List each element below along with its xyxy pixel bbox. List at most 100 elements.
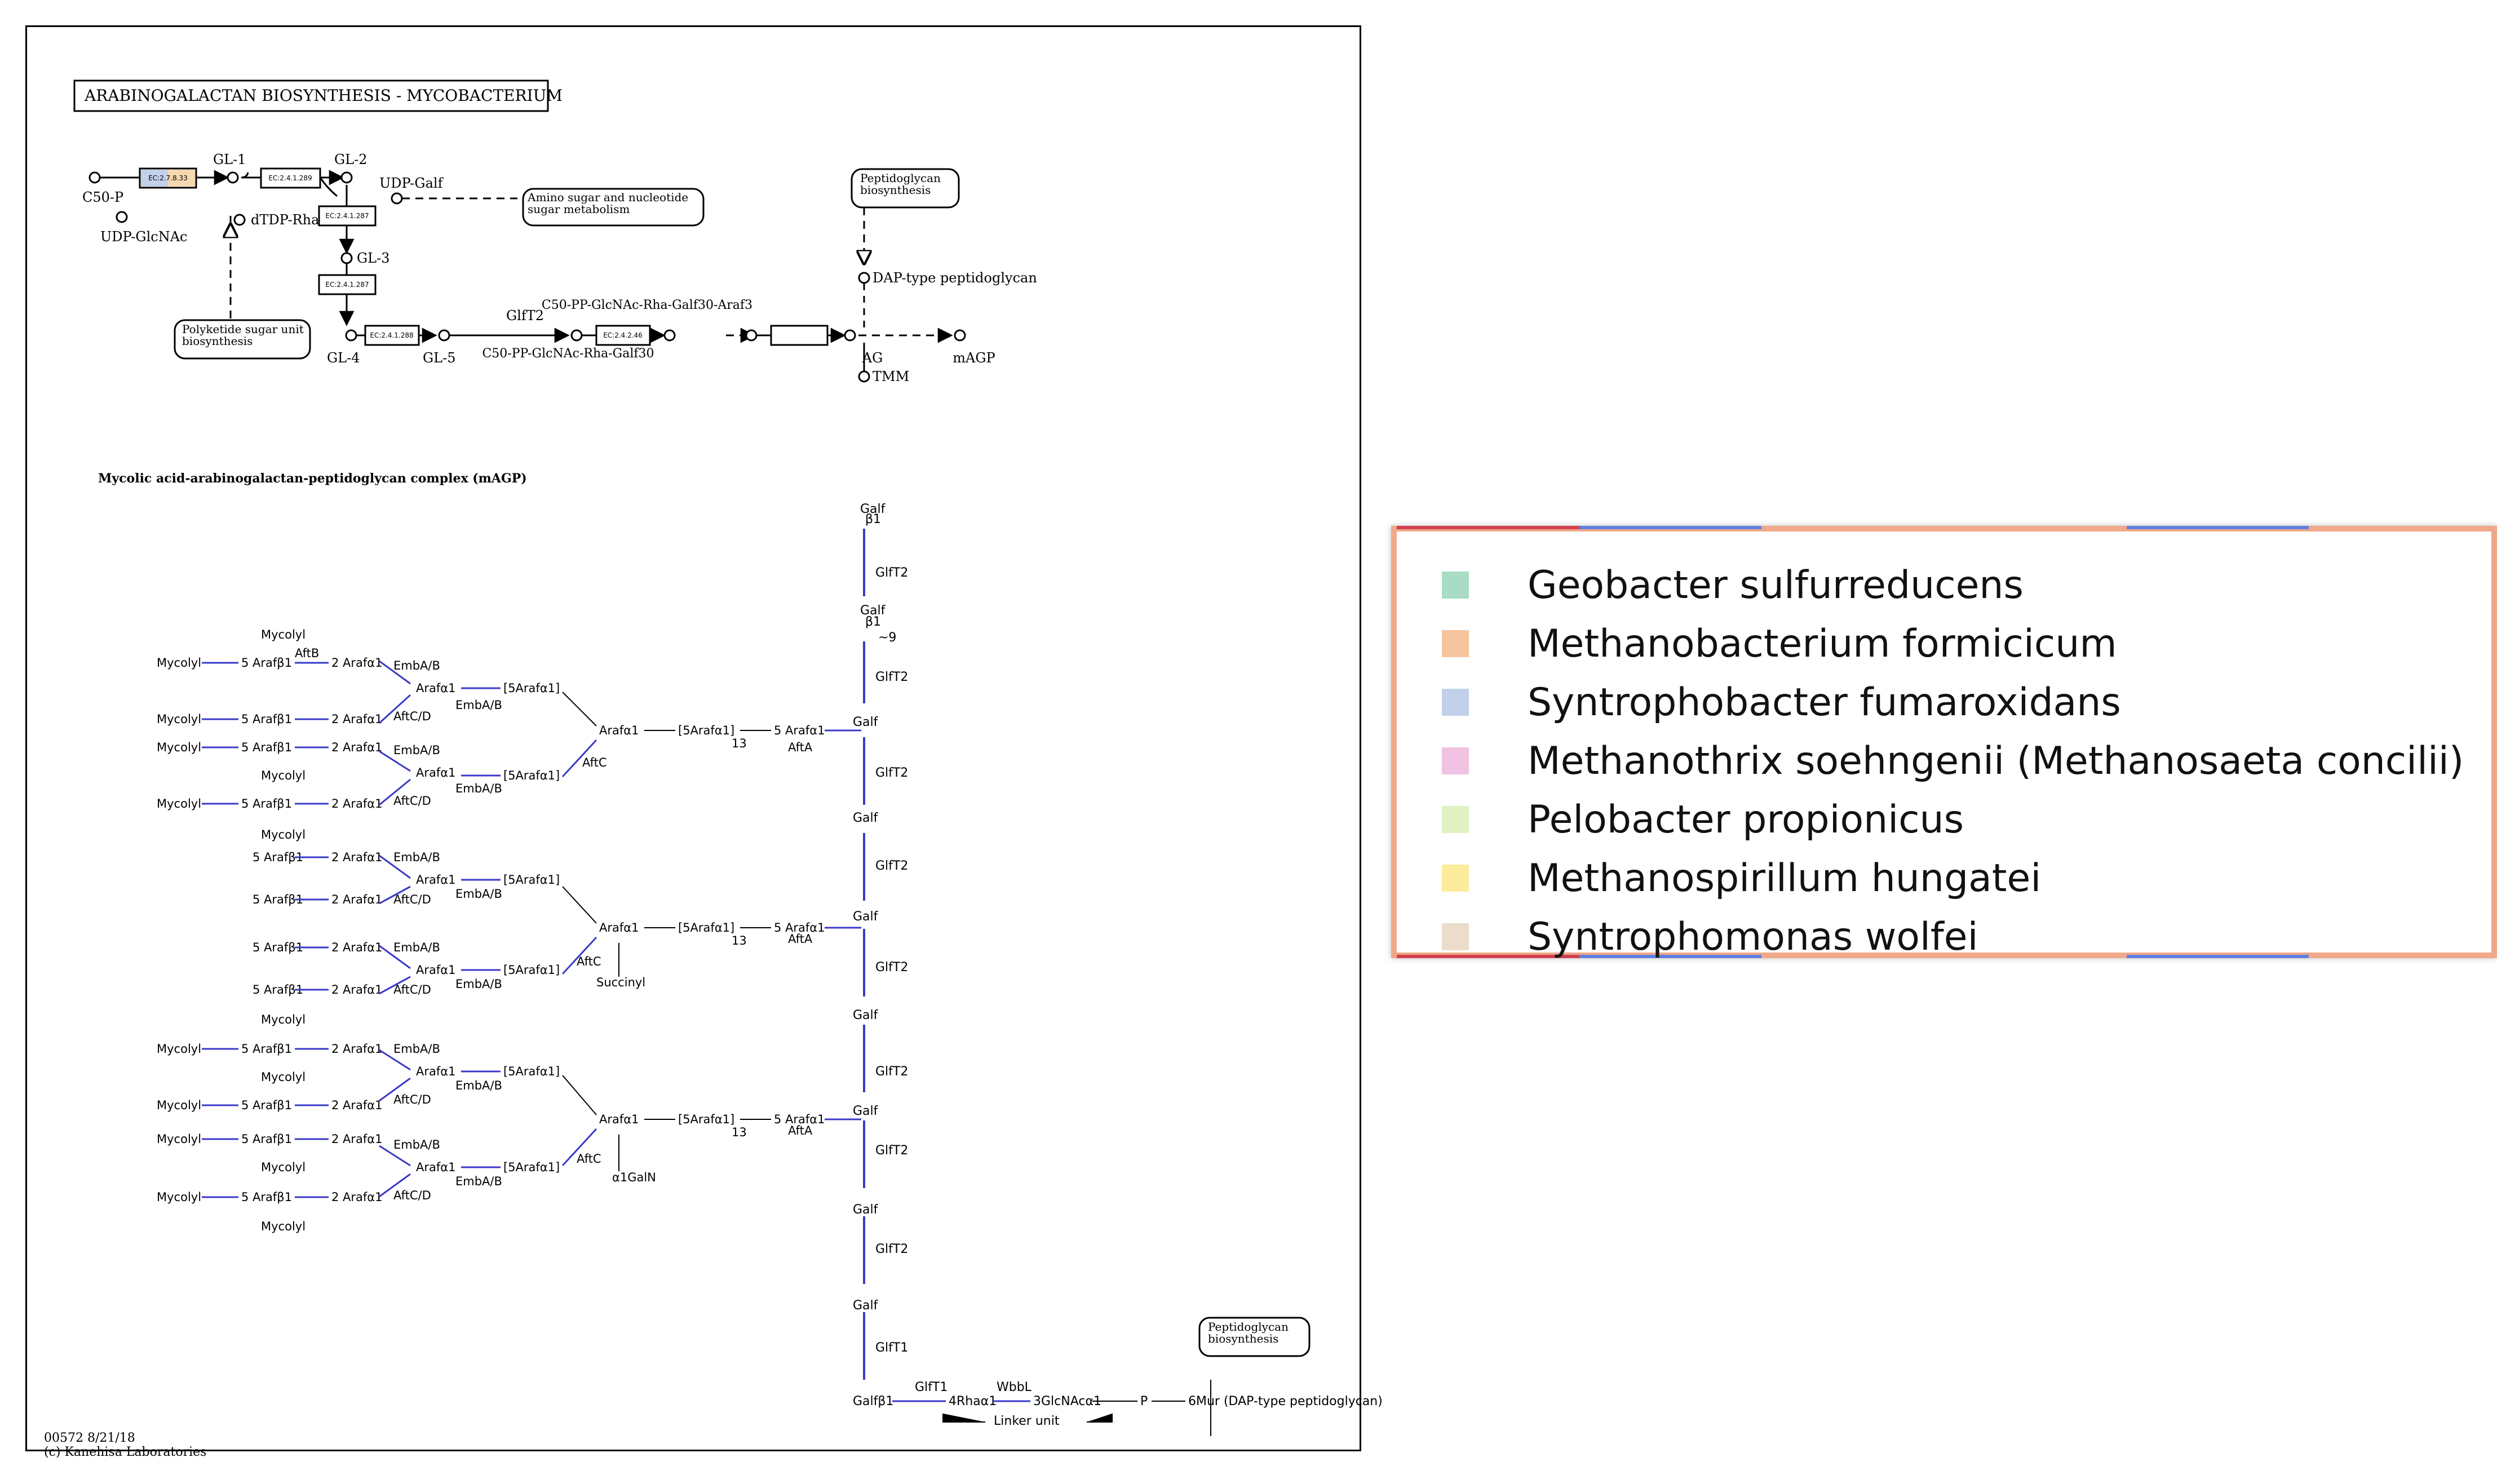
enzyme-embab[interactable]: EmbA/B: [455, 887, 502, 901]
enzyme-embab[interactable]: EmbA/B: [455, 782, 502, 795]
enzyme-box-empty[interactable]: [770, 325, 829, 346]
residue-mycolyl[interactable]: Mycolyl: [157, 1098, 201, 1112]
residue-araf[interactable]: 5 Arafβ1: [241, 656, 292, 670]
enzyme-embab[interactable]: EmbA/B: [393, 1042, 440, 1056]
residue-galf[interactable]: Galf: [853, 1008, 879, 1022]
residue-araf[interactable]: [5Arafα1]: [503, 963, 560, 977]
legend-item[interactable]: Methanospirillum hungatei: [1442, 853, 2041, 903]
enzyme-box-1[interactable]: EC:2.7.8.33: [139, 167, 197, 189]
compound-udp-glcnac[interactable]: UDP-GlcNAc: [100, 229, 187, 245]
residue-araf[interactable]: 5 Arafβ1: [241, 1098, 292, 1112]
residue-araf[interactable]: Arafα1: [416, 1160, 455, 1174]
map-link-peptidoglycan-bottom[interactable]: Peptidoglycan biosynthesis: [1198, 1317, 1311, 1357]
residue-mycolyl[interactable]: Mycolyl: [261, 1070, 306, 1084]
enzyme-embab[interactable]: EmbA/B: [455, 1175, 502, 1188]
legend-item[interactable]: Methanothrix soehngenii (Methanosaeta co…: [1442, 736, 2464, 786]
compound-dtdp-rha[interactable]: dTDP-Rha: [251, 212, 319, 228]
residue-rha[interactable]: 4Rhaα1: [949, 1394, 997, 1408]
map-link-peptidoglycan-top[interactable]: Peptidoglycan biosynthesis: [851, 168, 960, 209]
enzyme-aftcd[interactable]: AftC/D: [393, 794, 431, 808]
compound-magp[interactable]: mAGP: [953, 350, 995, 366]
residue-araf[interactable]: Arafα1: [599, 724, 639, 737]
residue-araf[interactable]: 5 Arafβ1: [241, 1190, 292, 1204]
enzyme-embab[interactable]: EmbA/B: [393, 850, 440, 864]
residue-galf[interactable]: Galf: [853, 1299, 879, 1313]
compound-gl2[interactable]: GL-2: [334, 152, 368, 167]
compound-gl4[interactable]: GL-4: [327, 350, 360, 366]
residue-araf[interactable]: 2 Arafα1: [331, 1098, 383, 1112]
compound-gl5[interactable]: GL-5: [423, 350, 456, 366]
enzyme-embab[interactable]: EmbA/B: [455, 977, 502, 991]
residue-araf[interactable]: Arafα1: [599, 1113, 639, 1126]
enzyme-glft2[interactable]: GlfT2: [875, 1242, 908, 1256]
residue-araf[interactable]: 2 Arafα1: [331, 1132, 383, 1146]
residue-glcnac[interactable]: 3GlcNAcα1: [1033, 1394, 1101, 1408]
residue-araf[interactable]: [5Arafα1]: [678, 724, 734, 737]
residue-mycolyl[interactable]: Mycolyl: [157, 1132, 201, 1146]
residue-mycolyl[interactable]: Mycolyl: [157, 712, 201, 726]
residue-araf[interactable]: Arafα1: [416, 1065, 455, 1078]
residue-araf[interactable]: [5Arafα1]: [678, 921, 734, 934]
residue-araf[interactable]: [5Arafα1]: [503, 1160, 560, 1174]
residue-mycolyl[interactable]: Mycolyl: [261, 1220, 306, 1233]
enzyme-glft2[interactable]: GlfT2: [875, 766, 908, 780]
enzyme-embab[interactable]: EmbA/B: [455, 698, 502, 712]
enzyme-aftb[interactable]: AftB: [295, 646, 319, 660]
enzyme-glft2[interactable]: GlfT2: [875, 670, 908, 684]
residue-p[interactable]: P: [1140, 1394, 1148, 1408]
legend-item[interactable]: Pelobacter propionicus: [1442, 794, 1964, 845]
residue-araf[interactable]: 5 Arafβ1: [241, 1132, 292, 1146]
enzyme-box-4[interactable]: EC:2.4.1.287: [318, 274, 377, 295]
compound-glft2[interactable]: GlfT2: [506, 308, 544, 324]
residue-araf[interactable]: 5 Arafα1: [774, 1113, 825, 1126]
residue-mycolyl[interactable]: Mycolyl: [157, 741, 201, 754]
enzyme-glft2[interactable]: GlfT2: [875, 566, 908, 580]
residue-araf[interactable]: 5 Arafα1: [774, 724, 825, 737]
residue-araf[interactable]: Arafα1: [416, 963, 455, 977]
residue-succinyl[interactable]: Succinyl: [596, 976, 645, 989]
compound-gl1[interactable]: GL-1: [213, 152, 246, 167]
residue-mycolyl[interactable]: Mycolyl: [157, 1042, 201, 1056]
compound-udp-galf[interactable]: UDP-Galf: [379, 175, 444, 191]
residue-mycolyl[interactable]: Mycolyl: [261, 1013, 306, 1026]
residue-galf[interactable]: Galf: [853, 1104, 879, 1118]
residue-araf[interactable]: 5 Arafβ1: [241, 741, 292, 754]
residue-galf[interactable]: Galf: [853, 811, 879, 825]
residue-araf[interactable]: [5Arafα1]: [503, 873, 560, 887]
residue-araf[interactable]: [5Arafα1]: [503, 1065, 560, 1078]
residue-araf[interactable]: 2 Arafα1: [331, 941, 383, 954]
enzyme-glft2[interactable]: GlfT2: [875, 1144, 908, 1158]
residue-araf[interactable]: 5 Arafα1: [774, 921, 825, 934]
enzyme-aftc[interactable]: AftC: [577, 1152, 601, 1166]
enzyme-aftcd[interactable]: AftC/D: [393, 893, 431, 906]
residue-mur[interactable]: 6Mur (DAP-type peptidoglycan): [1188, 1394, 1383, 1408]
residue-galf[interactable]: Galf: [853, 715, 879, 729]
enzyme-aftcd[interactable]: AftC/D: [393, 1093, 431, 1106]
enzyme-box-5[interactable]: EC:2.4.1.288: [364, 325, 420, 346]
residue-mycolyl[interactable]: Mycolyl: [157, 1190, 201, 1204]
residue-araf[interactable]: 2 Arafα1: [331, 893, 383, 906]
enzyme-glft1[interactable]: GlfT1: [915, 1380, 948, 1394]
residue-galf[interactable]: Galf: [860, 604, 886, 618]
residue-galf-b1[interactable]: Galfβ1: [853, 1394, 893, 1408]
enzyme-box-3[interactable]: EC:2.4.1.287: [318, 205, 377, 227]
legend-item[interactable]: Syntrophomonas wolfei: [1442, 911, 1978, 962]
residue-araf[interactable]: 5 Arafβ1: [241, 1042, 292, 1056]
residue-mycolyl[interactable]: Mycolyl: [157, 656, 201, 670]
residue-araf[interactable]: 2 Arafα1: [331, 656, 383, 670]
enzyme-embab[interactable]: EmbA/B: [393, 743, 440, 757]
enzyme-embab[interactable]: EmbA/B: [455, 1079, 502, 1092]
residue-galf[interactable]: Galf: [860, 502, 886, 516]
residue-araf[interactable]: Arafα1: [416, 766, 455, 779]
residue-galn[interactable]: α1GalN: [612, 1171, 656, 1184]
residue-araf[interactable]: [5Arafα1]: [678, 1113, 734, 1126]
map-link-amino-sugar[interactable]: Amino sugar and nucleotide sugar metabol…: [522, 188, 705, 227]
enzyme-aftcd[interactable]: AftC/D: [393, 1189, 431, 1202]
enzyme-aftc[interactable]: AftC: [577, 955, 601, 968]
residue-araf[interactable]: 2 Arafα1: [331, 1190, 383, 1204]
compound-ag[interactable]: AG: [862, 350, 883, 366]
residue-araf[interactable]: 2 Arafα1: [331, 983, 383, 996]
residue-mycolyl[interactable]: Mycolyl: [261, 828, 306, 841]
enzyme-afta[interactable]: AftA: [788, 932, 813, 946]
enzyme-aftc[interactable]: AftC: [582, 756, 607, 769]
